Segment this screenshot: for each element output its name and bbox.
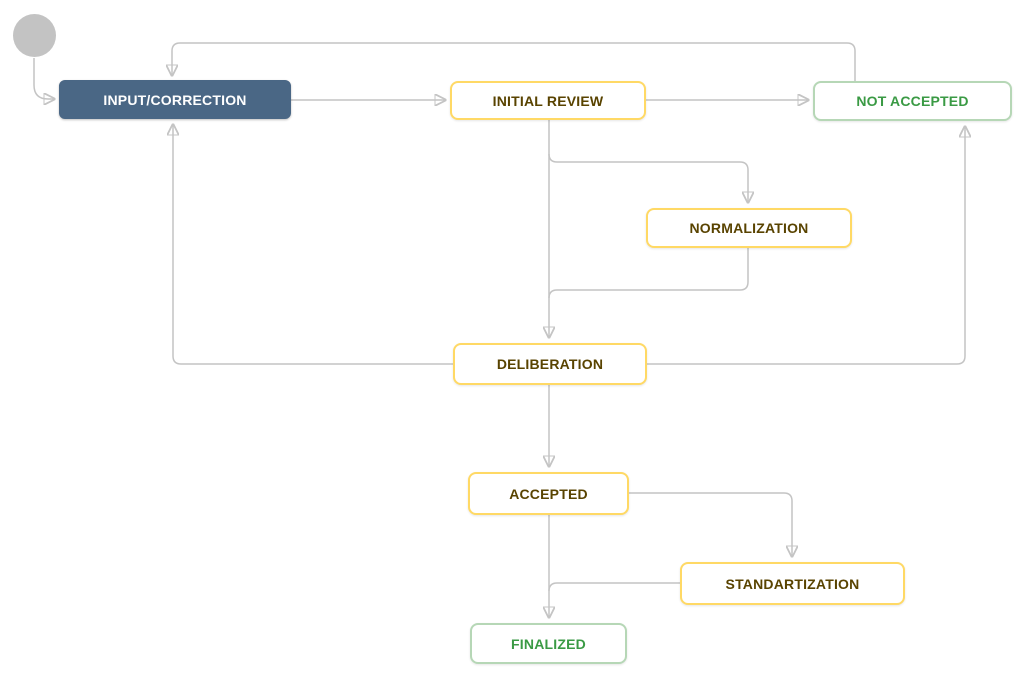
edge-start-to-input-correction — [33, 58, 55, 99]
status-label: NORMALIZATION — [689, 220, 809, 236]
status-node-initial-review[interactable]: INITIAL REVIEW — [450, 81, 646, 120]
status-label: STANDARTIZATION — [725, 575, 860, 592]
status-label: INITIAL REVIEW — [492, 92, 604, 109]
edge-standartization-return-to-finalized-line — [548, 582, 680, 592]
status-label: INPUT/CORRECTION — [103, 91, 247, 108]
status-node-not-accepted[interactable]: NOT ACCEPTED — [813, 81, 1012, 121]
edge-normalization-return-to-deliberation-line — [548, 248, 749, 299]
status-node-deliberation[interactable]: DELIBERATION — [453, 343, 647, 385]
workflow-start-node[interactable] — [13, 14, 56, 57]
edge-not-accepted-to-input-correction-top — [172, 42, 856, 81]
status-node-accepted[interactable]: ACCEPTED — [468, 472, 629, 515]
status-label: FINALIZED — [511, 635, 586, 652]
status-node-finalized[interactable]: FINALIZED — [470, 623, 627, 664]
edge-deliberation-to-input-correction-bottom — [173, 124, 453, 365]
status-node-input-correction[interactable]: INPUT/CORRECTION — [59, 80, 291, 119]
edge-accepted-to-standartization — [629, 492, 792, 557]
status-label: NOT ACCEPTED — [856, 93, 969, 109]
status-label: DELIBERATION — [496, 356, 604, 372]
status-node-standartization[interactable]: STANDARTIZATION — [680, 562, 905, 605]
status-node-normalization[interactable]: NORMALIZATION — [646, 208, 852, 248]
status-label: ACCEPTED — [509, 485, 588, 502]
edge-initial-review-to-normalization — [548, 153, 748, 203]
